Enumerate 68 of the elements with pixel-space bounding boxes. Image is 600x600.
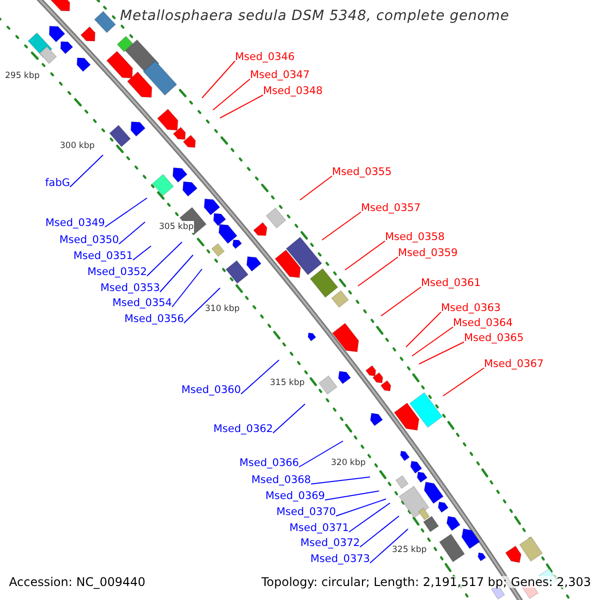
scale-label: 305 kbp [159,221,194,233]
leader-line [442,368,484,396]
leader-line [322,212,362,240]
leader-line [310,476,370,484]
gene-label: Msed_0371 [289,522,349,534]
gene-label: Msed_0359 [398,247,458,259]
leader-line [240,360,280,394]
gene-label: Msed_0351 [73,250,133,262]
leader-line [336,498,386,516]
gene-label: fabG [45,177,70,189]
gene-label: Msed_0365 [464,332,524,344]
leader-line [348,502,390,532]
leader-line [132,246,152,260]
leader-line [406,312,442,348]
gene-label: Msed_0358 [385,231,445,243]
gene-label: Msed_0368 [251,474,311,486]
gene-label: Msed_0367 [484,358,544,370]
gene-label: Msed_0370 [276,506,336,518]
scale-label: 295 kbp [5,70,40,82]
gene-label: Msed_0357 [361,202,421,214]
gene-label: Msed_0355 [332,166,392,178]
leader-line [370,528,408,564]
gene-label: Msed_0366 [239,457,299,469]
leader-line [212,78,250,110]
scale-label: 300 kbp [60,140,95,152]
leader-line [184,288,220,324]
gene-label: Msed_0349 [45,217,105,229]
gene-label: Msed_0350 [59,234,119,246]
gene-label: Msed_0373 [310,553,370,565]
gene-label: Msed_0353 [100,282,160,294]
gene-label: Msed_0346 [235,51,295,63]
leader-line [358,256,398,286]
leader-line [70,154,104,188]
gene-label: Msed_0369 [265,490,325,502]
gene-label: Msed_0347 [250,69,310,81]
leader-line [418,342,464,364]
map-title: Metallosphaera sedula DSM 5348, complete genome [120,10,510,22]
leader-line [272,404,306,434]
leader-line [300,176,332,200]
leader-line [344,240,386,270]
scale-label: 325 kbp [392,544,427,556]
gene-label: Msed_0363 [441,302,501,314]
gene-label: Msed_0362 [213,423,273,435]
gene-label: Msed_0352 [87,266,147,278]
gene-label: Msed_0361 [421,277,481,289]
leader-line [104,198,148,228]
gene-label: Msed_0364 [453,317,513,329]
leader-line [172,268,202,308]
leader-line [146,242,182,276]
gene-label: Msed_0360 [181,384,241,396]
scale-label: 320 kbp [331,457,366,469]
genome-stats-text: Topology: circular; Length: 2,191,517 bp; Genes: 2,303 [261,576,591,588]
leader-line [202,60,236,98]
leader-line [118,222,146,244]
gene-label: Msed_0372 [300,537,360,549]
leader-line [160,254,194,292]
gene-label: Msed_0354 [112,297,172,309]
leader-line [298,440,344,468]
gene-label: Msed_0356 [124,313,184,325]
leader-line [324,490,380,500]
leader-line [360,516,400,548]
scale-label: 315 kbp [270,377,305,389]
accession-text: Accession: NC_009440 [9,576,146,588]
gene-label: Msed_0348 [263,85,323,97]
leader-line [412,326,454,356]
scale-label: 310 kbp [205,303,240,315]
leader-line [220,94,264,118]
leader-line [380,286,422,316]
